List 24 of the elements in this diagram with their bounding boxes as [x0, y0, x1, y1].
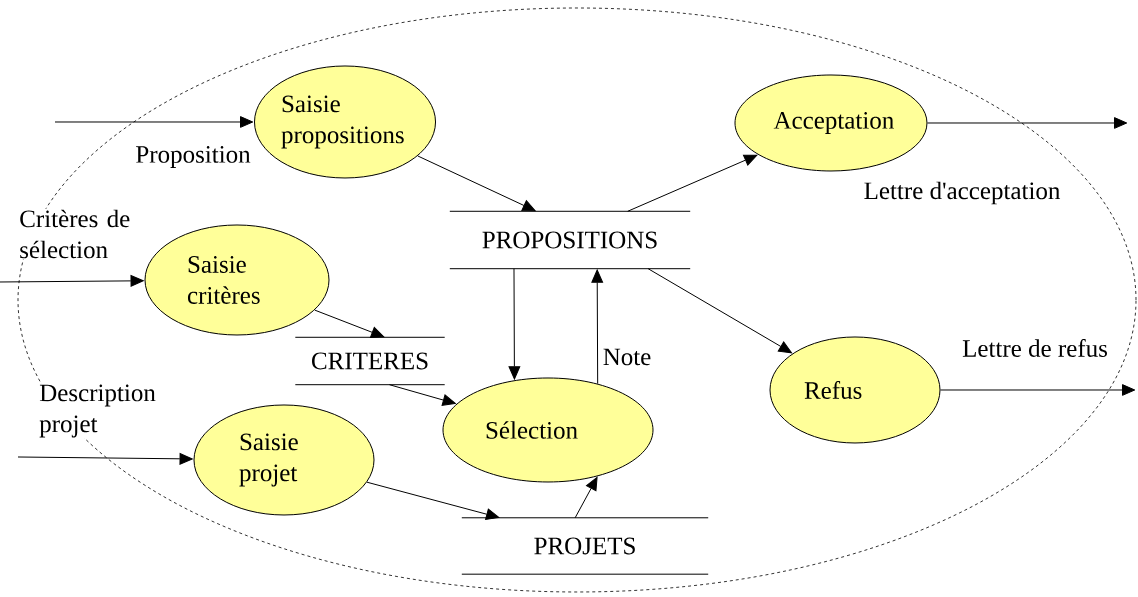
edge-label: Note	[601, 347, 653, 367]
arrow	[388, 384, 456, 406]
arrow	[417, 155, 536, 212]
arrow	[927, 117, 1128, 129]
arrow	[627, 154, 758, 212]
arrow	[17, 452, 193, 465]
boundary-ellipse	[17, 7, 1137, 593]
arrow	[54, 116, 254, 128]
edge-label: Lettre de refus	[961, 338, 1109, 358]
arrow	[940, 384, 1136, 396]
arrow	[314, 309, 385, 338]
edge-label: Lettre d'acceptation	[862, 180, 1062, 206]
data-store: PROJETS	[461, 517, 709, 575]
arrow	[647, 268, 792, 354]
edge-label: Description projet	[38, 383, 163, 439]
arrow	[591, 269, 604, 385]
edge-label: Proposition	[134, 145, 252, 169]
arrow	[0, 275, 144, 287]
arrow	[366, 481, 500, 520]
arrow	[508, 268, 521, 380]
data-store: CRITERES	[294, 336, 446, 386]
data-store: PROPOSITIONS	[449, 210, 691, 270]
arrow	[574, 476, 598, 519]
edge-label: Critères de sélection	[18, 208, 143, 260]
